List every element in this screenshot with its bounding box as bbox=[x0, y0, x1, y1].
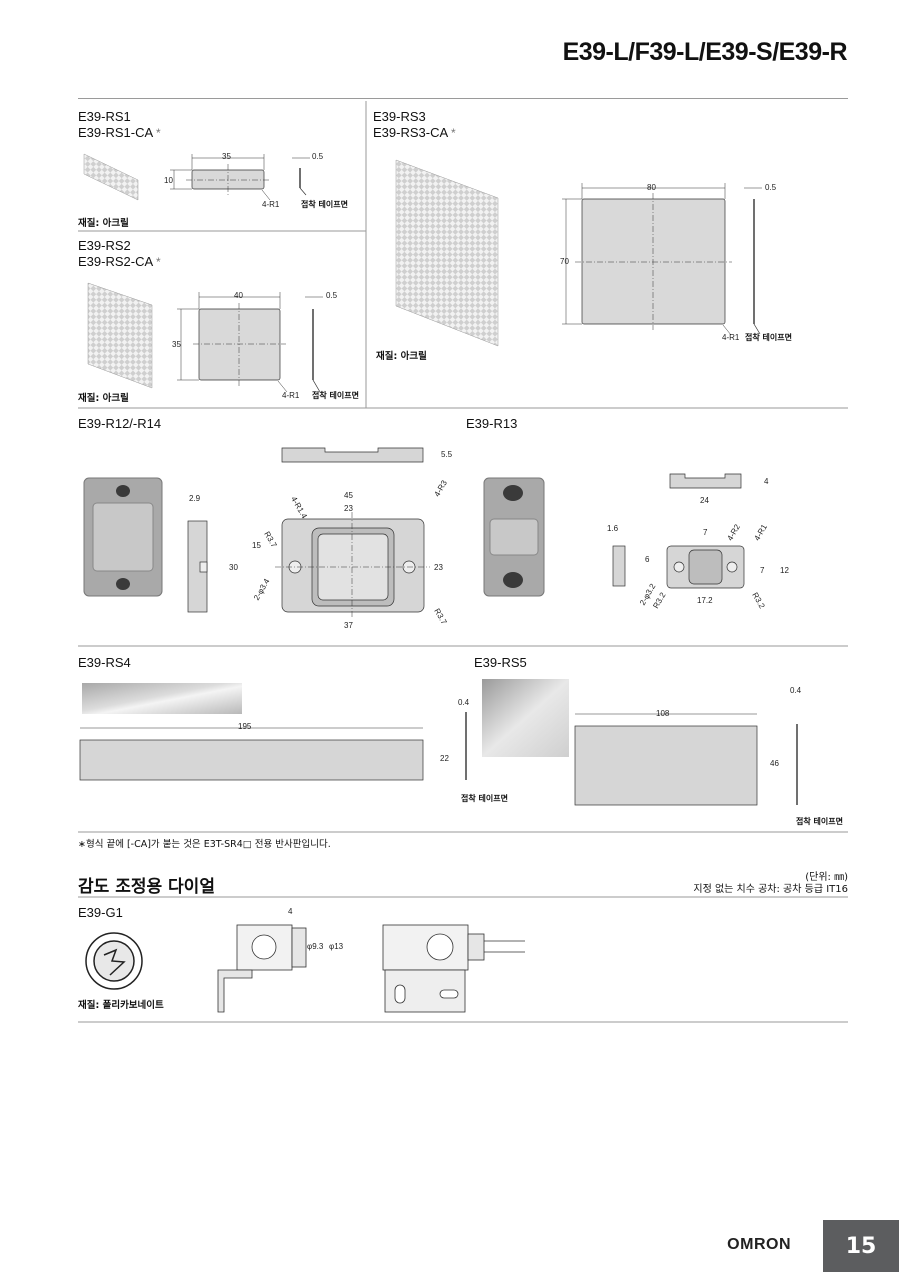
page-title: E39-L/F39-L/E39-S/E39-R bbox=[562, 38, 848, 66]
unit-note: (단위: ㎜) 지정 없는 치수 공차: 공차 등급 IT16 bbox=[693, 872, 848, 896]
rs4-tape: 접착 테이프면 bbox=[461, 794, 508, 803]
r12-d-23a: 23 bbox=[344, 504, 353, 513]
rs1-dim-h: 10 bbox=[164, 176, 173, 185]
rs1-dim-t: 0.5 bbox=[312, 152, 324, 161]
rs1-material: 재질: 아크릴 bbox=[78, 218, 129, 229]
unit: (단위: ㎜) bbox=[805, 872, 848, 883]
rs3-dim-t: 0.5 bbox=[765, 183, 777, 192]
rs5-model: E39-RS5 bbox=[474, 655, 527, 670]
rs2-model-2: E39-RS2-CA * bbox=[78, 254, 161, 269]
r13-d-17-2: 17.2 bbox=[697, 596, 713, 605]
r13-top-view bbox=[669, 473, 742, 489]
page-number: 15 bbox=[823, 1220, 899, 1272]
r12-d-45: 45 bbox=[344, 491, 353, 500]
r12-model: E39-R12/-R14 bbox=[78, 416, 162, 431]
r12-side-view bbox=[187, 520, 208, 613]
divider bbox=[78, 98, 848, 99]
rs4-d-195: 195 bbox=[238, 722, 252, 731]
footnote: ∗형식 끝에 [-CA]가 붙는 것은 E3T-SR4□ 전용 반사판입니다. bbox=[78, 839, 331, 850]
tolerance: 지정 없는 치수 공차: 공차 등급 IT16 bbox=[693, 884, 848, 895]
r12-photo bbox=[83, 477, 163, 597]
rs3-dim-w: 80 bbox=[647, 183, 656, 192]
rs3-dim-h: 70 bbox=[560, 257, 569, 266]
g1-bracket bbox=[217, 924, 307, 1013]
r13-side-view bbox=[612, 545, 626, 587]
rs1-dim-w: 35 bbox=[222, 152, 231, 161]
r12-top-view bbox=[281, 447, 424, 463]
rs5-front bbox=[574, 713, 798, 806]
rs2-model-1: E39-RS2 bbox=[78, 238, 131, 253]
r12-front-view bbox=[275, 512, 430, 618]
r13-d-1-6: 1.6 bbox=[607, 524, 619, 533]
g1-d-phi9-3: φ9.3 bbox=[307, 942, 324, 951]
r13-d-6: 6 bbox=[645, 555, 650, 564]
rs1-model: E39-RS1 E39-RS1-CA * bbox=[78, 109, 161, 141]
rs3-model: E39-RS3 E39-RS3-CA * bbox=[373, 109, 456, 141]
r13-front-view bbox=[666, 545, 745, 589]
rs5-d-46: 46 bbox=[770, 759, 779, 768]
rs1-iso-image bbox=[83, 153, 139, 201]
rs1-model-1: E39-RS1 bbox=[78, 109, 131, 124]
r12-d-15: 15 bbox=[252, 541, 261, 550]
g1-material: 재질: 폴리카보네이트 bbox=[78, 1000, 164, 1011]
rs4-model: E39-RS4 bbox=[78, 655, 131, 670]
rs3-tape: 접착 테이프면 bbox=[745, 333, 792, 342]
rs3-radius: 4-R1 bbox=[722, 333, 740, 342]
r12-d-37: 37 bbox=[344, 621, 353, 630]
rs4-front bbox=[79, 712, 467, 781]
rs5-d-0-4: 0.4 bbox=[790, 686, 802, 695]
rs5-d-108: 108 bbox=[656, 709, 670, 718]
rs3-model-2: E39-RS3-CA * bbox=[373, 125, 456, 140]
rs4-d-22: 22 bbox=[440, 754, 449, 763]
r13-d-4: 4 bbox=[764, 477, 769, 486]
g1-sensor bbox=[382, 924, 525, 1013]
g1-model: E39-G1 bbox=[78, 905, 123, 920]
rs2-tape: 접착 테이프면 bbox=[312, 391, 359, 400]
r12-d-5-5: 5.5 bbox=[441, 450, 453, 459]
r12-d-30: 30 bbox=[229, 563, 238, 572]
rs2-model: E39-RS2 E39-RS2-CA * bbox=[78, 238, 161, 270]
rs3-model-1: E39-RS3 bbox=[373, 109, 426, 124]
r13-d-7a: 7 bbox=[703, 528, 708, 537]
rs5-tape: 접착 테이프면 bbox=[796, 817, 843, 826]
r12-d-2-9: 2.9 bbox=[189, 494, 201, 503]
r13-d-12: 12 bbox=[780, 566, 789, 575]
dial-image bbox=[85, 932, 143, 990]
r13-model: E39-R13 bbox=[466, 416, 518, 431]
rs3-material: 재질: 아크릴 bbox=[376, 351, 427, 362]
rs3-front-view bbox=[562, 183, 762, 336]
r13-d-24: 24 bbox=[700, 496, 709, 505]
rs2-dim-h: 35 bbox=[172, 340, 181, 349]
rs1-radius: 4-R1 bbox=[262, 200, 280, 209]
rs5-image bbox=[482, 679, 569, 757]
g1-d-phi13: φ13 bbox=[329, 942, 344, 951]
rs2-iso-image bbox=[87, 282, 153, 389]
rs4-d-0-4: 0.4 bbox=[458, 698, 470, 707]
r12-d-23b: 23 bbox=[434, 563, 443, 572]
rs2-front-view bbox=[177, 292, 323, 393]
rs2-material: 재질: 아크릴 bbox=[78, 393, 129, 404]
rs2-radius: 4-R1 bbox=[282, 391, 300, 400]
rs2-dim-t: 0.5 bbox=[326, 291, 338, 300]
rs3-iso-image bbox=[395, 159, 499, 347]
g1-d-4: 4 bbox=[288, 907, 293, 916]
rs2-dim-w: 40 bbox=[234, 291, 243, 300]
rs4-image bbox=[82, 683, 242, 714]
r13-d-7b: 7 bbox=[760, 566, 765, 575]
rs1-model-2: E39-RS1-CA * bbox=[78, 125, 161, 140]
r13-photo bbox=[483, 477, 545, 597]
rs1-front-view bbox=[170, 154, 310, 201]
section-title: 감도 조정용 다이얼 bbox=[78, 877, 215, 897]
omron-logo: OMRON bbox=[727, 1236, 791, 1253]
rs1-tape: 접착 테이프면 bbox=[301, 200, 348, 209]
